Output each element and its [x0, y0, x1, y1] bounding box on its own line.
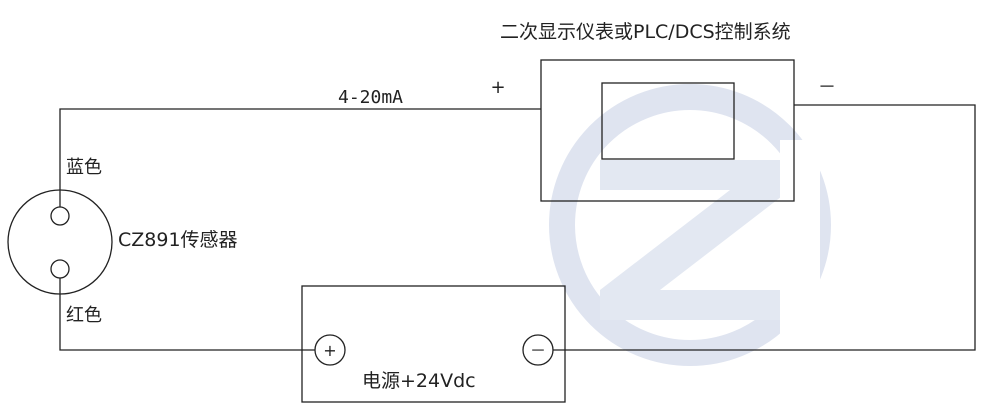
red-wire-label: 红色 — [66, 305, 102, 326]
display-plus-label: + — [490, 77, 505, 98]
wires — [59, 104, 976, 351]
sensor-red-terminal — [50, 259, 70, 279]
sensor-blue-terminal — [50, 206, 70, 226]
display-minus-label: － — [818, 77, 836, 98]
wire-blue-to-display-plus — [59, 108, 541, 207]
display-screen — [601, 82, 735, 160]
system-title: 二次显示仪表或PLC/DCS控制系统 — [500, 21, 791, 43]
power-supply-box — [301, 285, 566, 403]
logo-watermark — [549, 84, 831, 366]
power-minus-symbol: － — [530, 341, 546, 360]
wire-display-minus-to-power-minus — [553, 104, 976, 351]
blue-wire-label: 蓝色 — [66, 157, 102, 178]
current-label: 4-20mA — [338, 87, 403, 108]
power-label: 电源+24Vdc — [362, 370, 476, 392]
power-plus-symbol: + — [323, 341, 336, 360]
wire-red-to-power-plus — [59, 278, 315, 351]
sensor-label: CZ891传感器 — [118, 229, 238, 251]
display-box — [540, 59, 795, 202]
